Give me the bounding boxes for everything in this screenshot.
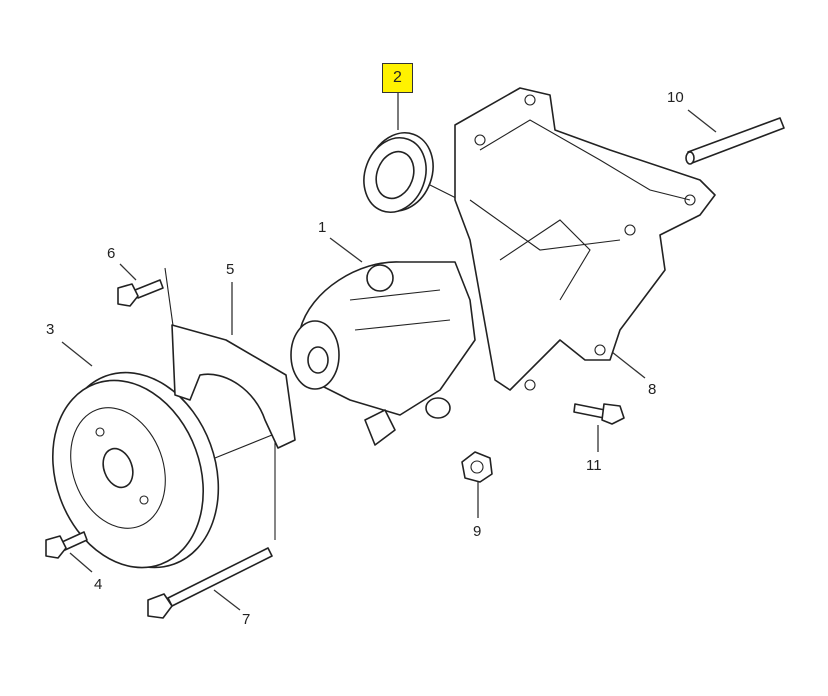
bolt-11 [573, 403, 625, 425]
bolt-4 [45, 531, 88, 559]
callout-8[interactable]: 8 [648, 381, 657, 398]
callout-10[interactable]: 10 [667, 89, 684, 106]
callout-4[interactable]: 4 [94, 576, 103, 593]
callout-2-highlighted[interactable]: 2 [382, 63, 413, 93]
mounting-plate [171, 324, 296, 449]
callout-9[interactable]: 9 [473, 523, 482, 540]
callout-7[interactable]: 7 [242, 611, 251, 628]
bolt-7 [147, 547, 273, 619]
oil-seal [363, 132, 434, 213]
bolt-6 [117, 279, 164, 307]
stud [685, 117, 785, 165]
callout-11[interactable]: 11 [586, 457, 602, 474]
callout-5[interactable]: 5 [226, 261, 235, 278]
pulley [51, 371, 220, 569]
callout-3[interactable]: 3 [46, 321, 55, 338]
nut-9 [461, 451, 493, 483]
power-steering-pump [290, 261, 476, 446]
mounting-bracket [454, 87, 716, 391]
callout-1[interactable]: 1 [318, 219, 327, 236]
callout-6[interactable]: 6 [107, 245, 116, 262]
